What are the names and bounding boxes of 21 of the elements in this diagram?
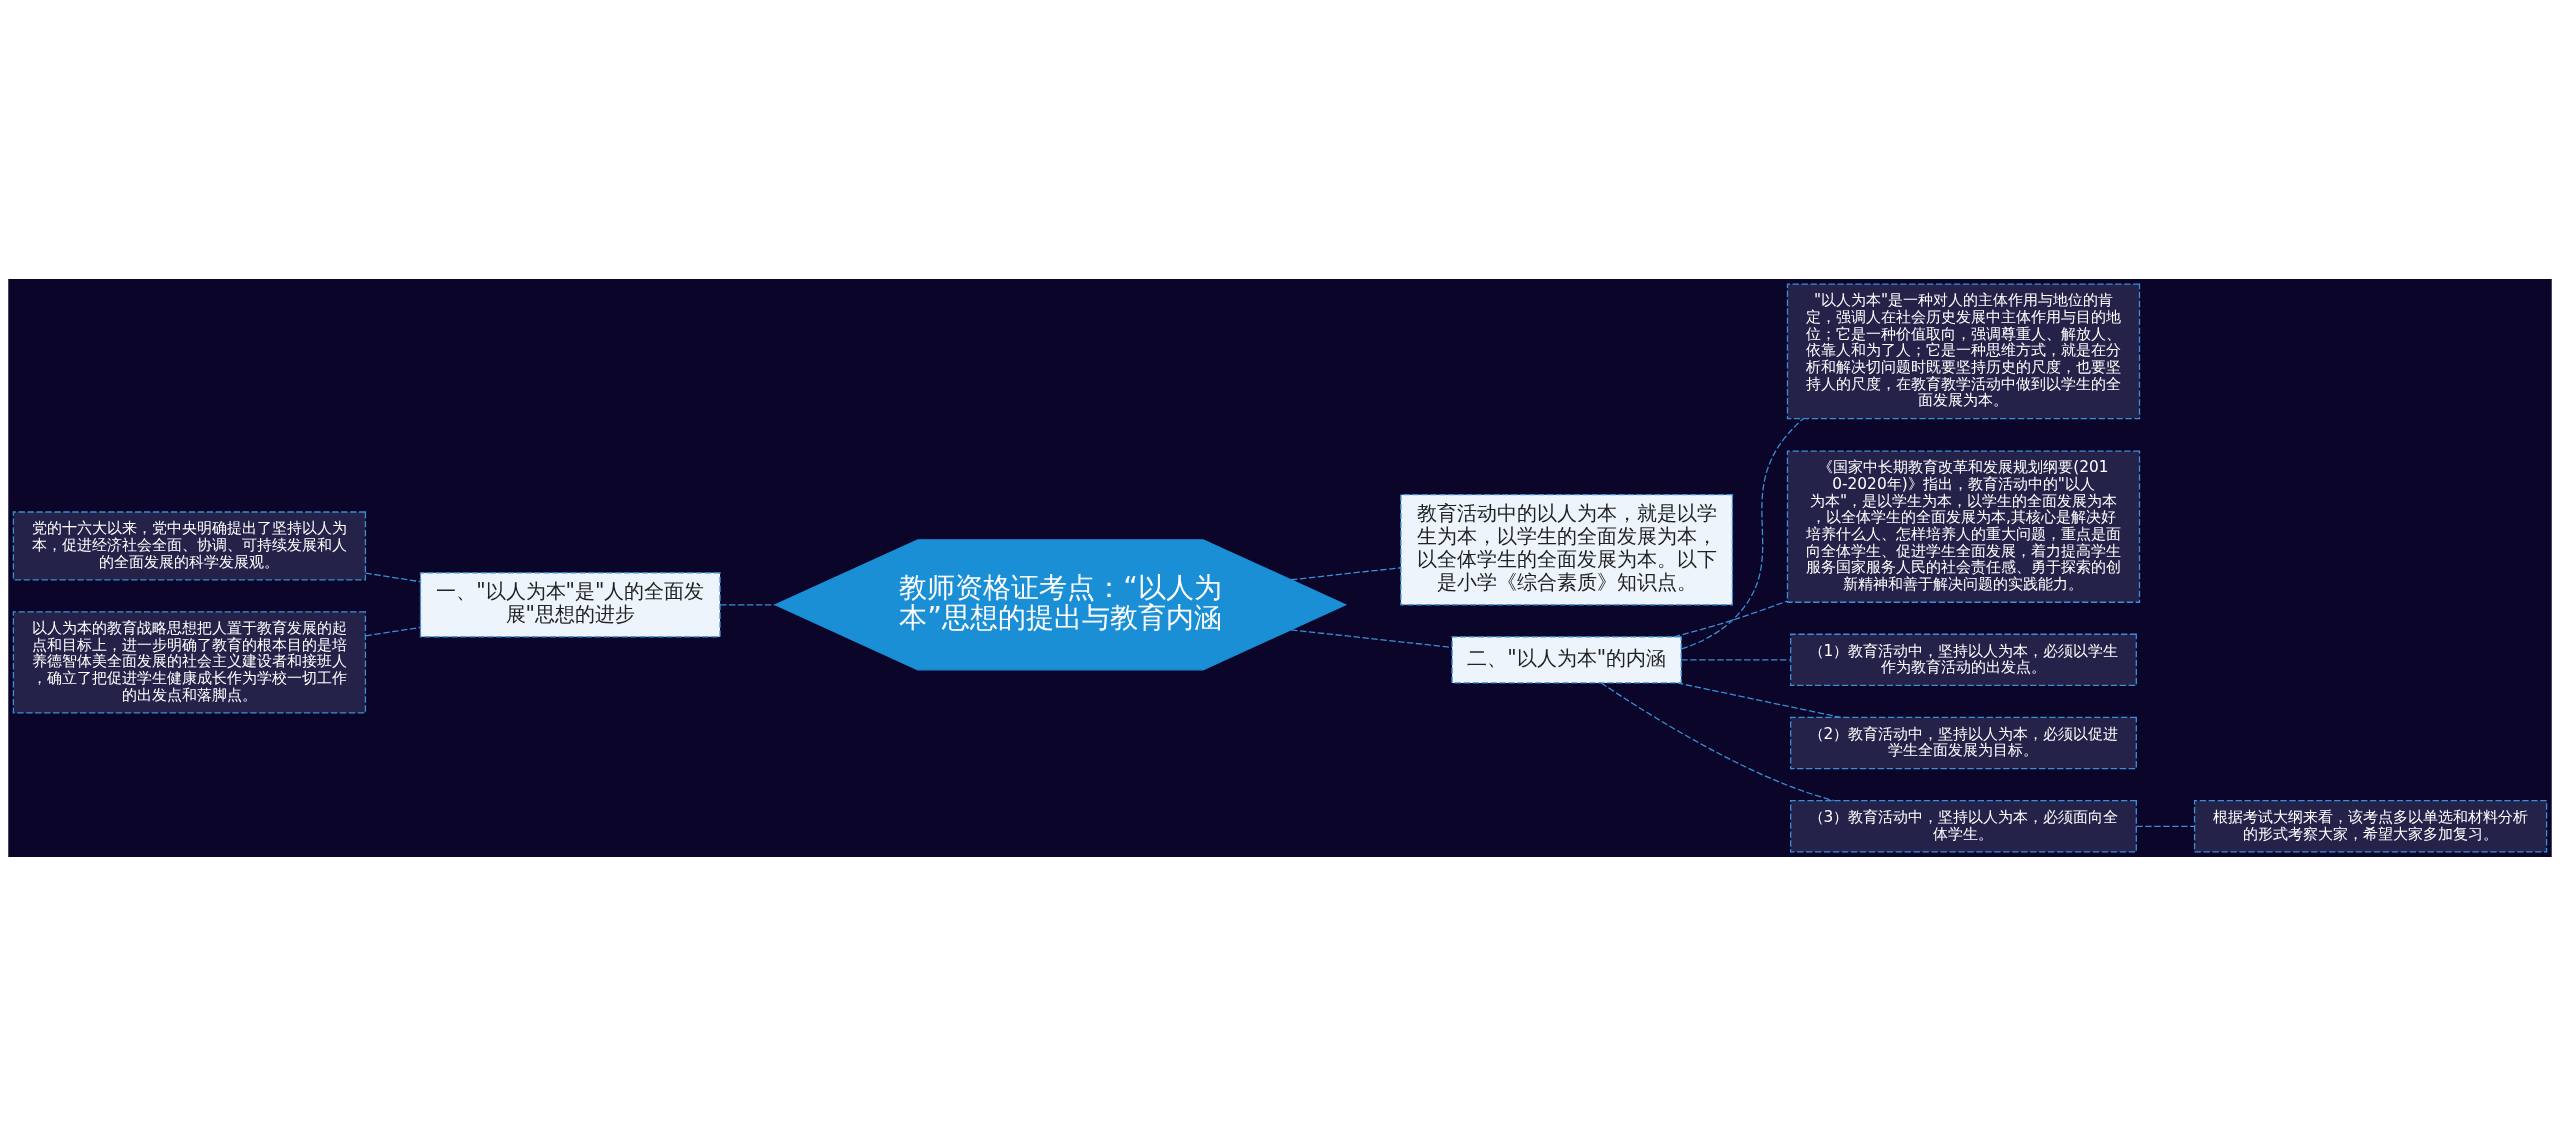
connector bbox=[364, 626, 422, 636]
connector bbox=[1676, 681, 1842, 718]
node-box: 《国家中长期教育改革和发展规划纲要(2010-2020年)》指出，教育活动中的"以人为本"，是以学生为本，以学生的全面发展为本，以全体学生的全面发展为本,其核心是解决好培养什么人、怎样培养人的重大问题，重点是面向全体学生、促进学生全面发展，着力提高学生服务国家服务人民的社会责任感、勇于探索的创新精神和善于解决问题的实践能力。 bbox=[1786, 450, 2141, 603]
node-box: （1）教育活动中，坚持以人为本，必须以学生作为教育活动的出发点。 bbox=[1790, 633, 2137, 686]
connector bbox=[1680, 417, 1804, 650]
node-box: （2）教育活动中，坚持以人为本，必须以促进学生全面发展为目标。 bbox=[1790, 716, 2137, 769]
node-box: 一、"以人为本"是"人的全面发展"思想的进步 bbox=[419, 571, 721, 637]
connector bbox=[364, 572, 422, 582]
node-box: 二、"以人为本"的内涵 bbox=[1451, 635, 1682, 684]
connector bbox=[1673, 600, 1788, 637]
node-box: （3）教育活动中，坚持以人为本，必须面向全体学生。 bbox=[1790, 799, 2137, 852]
node-box: 教育活动中的以人为本，就是以学生为本，以学生的全面发展为本，以全体学生的全面发展为本。以下是小学《综合素质》知识点。 bbox=[1400, 493, 1734, 605]
connector bbox=[1290, 566, 1402, 580]
connector bbox=[1680, 658, 1792, 660]
connector bbox=[719, 603, 776, 605]
node-box: "以人为本"是一种对人的主体作用与地位的肯定，强调人在社会历史发展中主体作用与目的地位；它是一种价值取向，强调尊重人、解放人、依靠人和为了人；它是一种思维方式，就是在分析和解决切问题时既要坚持历史的尺度，也要坚持人的尺度，在教育教学活动中做到以学生的全面发展为本。 bbox=[1786, 283, 2141, 419]
node-box: 以人为本的教育战略思想把人置于教育发展的起点和目标上，进一步明确了教育的根本目的是培养德智体美全面发展的社会主义建设者和接班人，确立了把促进学生健康成长作为学校一切工作的出发点和落脚点。 bbox=[12, 610, 367, 714]
connector bbox=[2135, 825, 2195, 827]
node-box: 党的十六大以来，党中央明确提出了坚持以人为本，促进经济社会全面、协调、可持续发展和人的全面发展的科学发展观。 bbox=[12, 510, 367, 580]
node-box: 根据考试大纲来看，该考点多以单选和材料分析的形式考察大家，希望大家多加复习。 bbox=[2193, 799, 2548, 852]
connector bbox=[1290, 628, 1453, 648]
